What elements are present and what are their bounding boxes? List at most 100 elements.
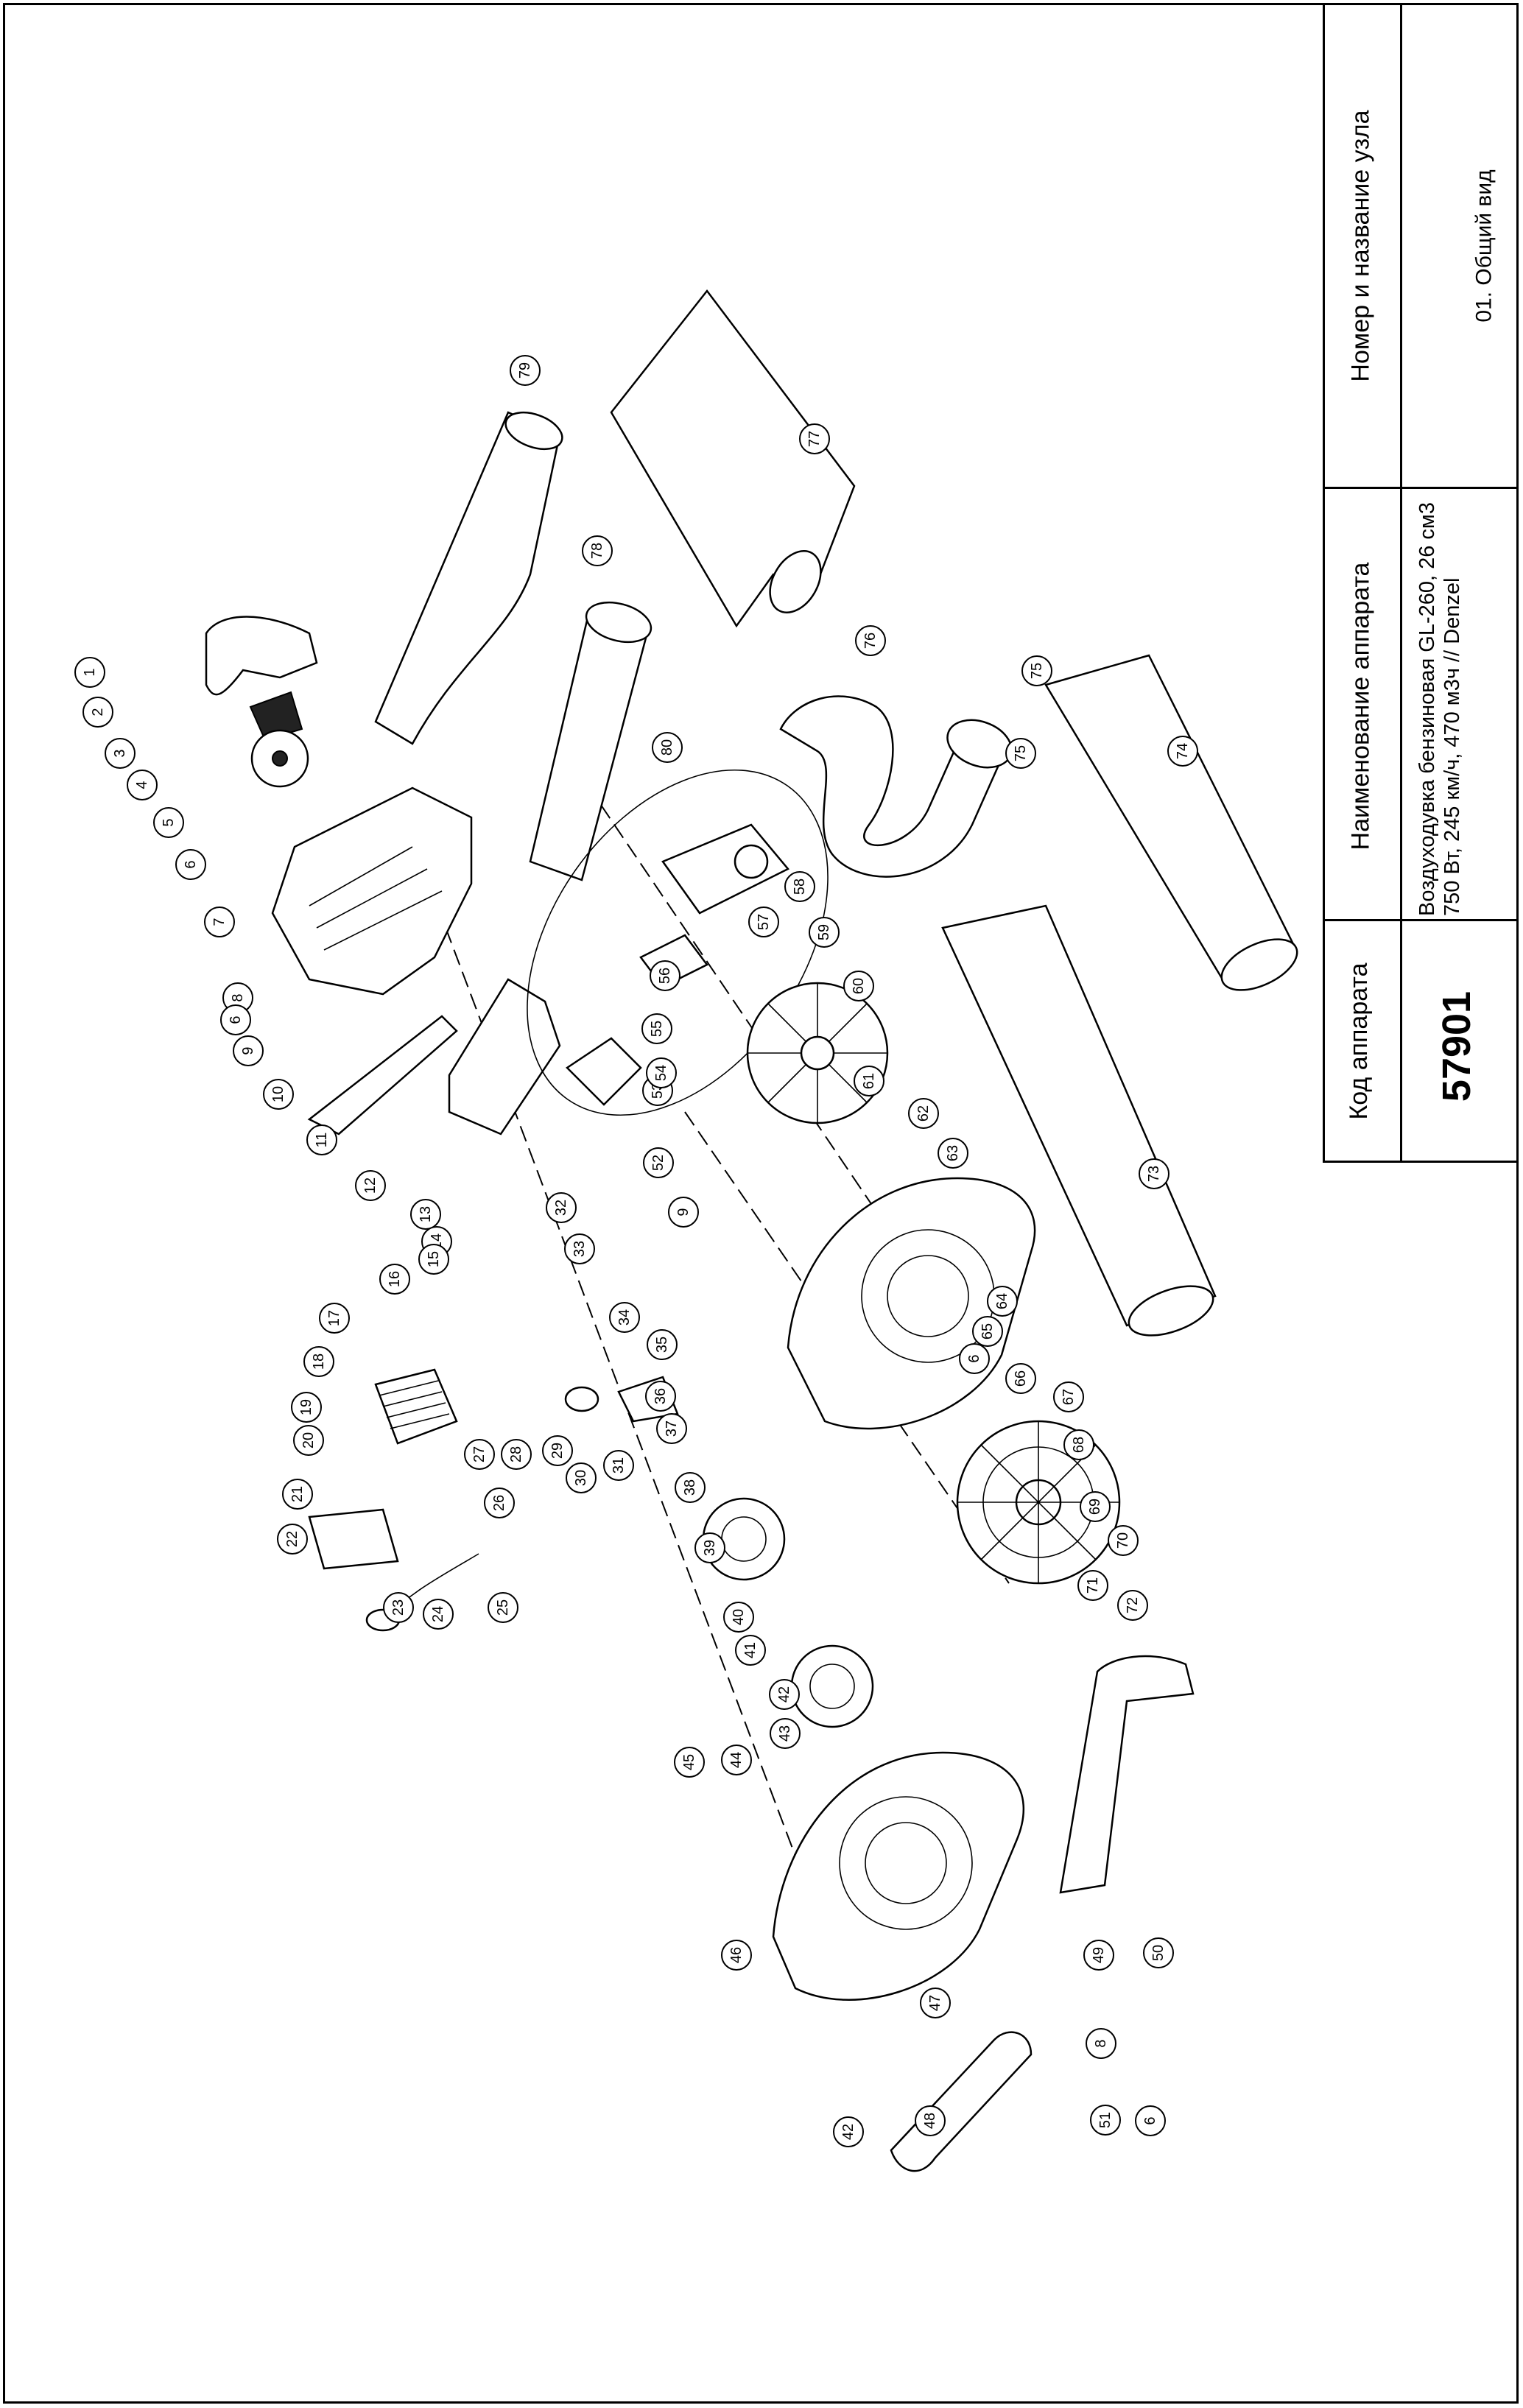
- callout-51: 51: [1090, 2105, 1121, 2136]
- callout-67: 67: [1053, 1381, 1084, 1412]
- callout-7: 7: [204, 906, 235, 937]
- callout-6: 6: [220, 1004, 251, 1035]
- frame-50: [1059, 1655, 1195, 1894]
- callout-label: 42: [840, 2124, 857, 2140]
- callout-48: 48: [915, 2105, 946, 2136]
- callout-60: 60: [843, 971, 874, 1001]
- callout-label: 24: [430, 1606, 446, 1622]
- callout-label: 5: [161, 818, 177, 826]
- callout-42: 42: [769, 1679, 800, 1710]
- callout-label: 18: [311, 1353, 327, 1370]
- callout-label: 62: [915, 1105, 932, 1122]
- callout-label: 40: [731, 1609, 747, 1625]
- callout-49: 49: [1083, 1940, 1114, 1971]
- callout-55: 55: [641, 1013, 672, 1044]
- callout-label: 20: [300, 1432, 317, 1448]
- callout-65: 65: [972, 1316, 1003, 1347]
- callout-64: 64: [987, 1286, 1018, 1317]
- callout-label: 73: [1146, 1166, 1162, 1182]
- callout-11: 11: [306, 1124, 337, 1155]
- callout-6: 6: [175, 849, 206, 880]
- bracket-10: [307, 1015, 458, 1136]
- tube-73: [941, 904, 1217, 1337]
- callout-label: 2: [90, 708, 106, 716]
- title-block-row-name: [1323, 489, 1519, 921]
- callout-57: 57: [748, 906, 779, 937]
- title-block: Номер и название узла 01. Общий вид Наим…: [1323, 3, 1519, 1163]
- callout-72: 72: [1117, 1590, 1148, 1621]
- callout-label: 61: [861, 1073, 877, 1089]
- muffler-21: [308, 1508, 399, 1570]
- callout-59: 59: [809, 917, 840, 948]
- fan-61: [746, 982, 889, 1124]
- callout-69: 69: [1080, 1491, 1111, 1522]
- starter-4: [250, 729, 309, 788]
- callout-75: 75: [1005, 738, 1036, 769]
- callout-label: 68: [1071, 1437, 1087, 1453]
- callout-10: 10: [263, 1079, 294, 1110]
- callout-label: 69: [1087, 1499, 1103, 1515]
- callout-label: 55: [649, 1021, 665, 1037]
- drawing-frame: [3, 3, 1519, 2404]
- unit-value: 01. Общий вид: [1471, 169, 1496, 323]
- tube-79: [374, 411, 563, 745]
- callout-label: 6: [966, 1354, 982, 1362]
- callout-3: 3: [105, 738, 136, 769]
- callout-label: 19: [298, 1399, 314, 1415]
- callout-66: 66: [1005, 1363, 1036, 1394]
- callout-68: 68: [1063, 1429, 1094, 1460]
- callout-21: 21: [282, 1479, 313, 1510]
- callout-label: 37: [664, 1420, 680, 1437]
- callout-label: 65: [979, 1323, 996, 1339]
- callout-76: 76: [855, 625, 886, 656]
- callout-label: 59: [816, 924, 832, 940]
- callout-label: 72: [1125, 1597, 1141, 1613]
- callout-label: 11: [314, 1133, 330, 1148]
- callout-52: 52: [643, 1147, 674, 1178]
- callout-label: 74: [1175, 743, 1191, 759]
- callout-label: 36: [653, 1388, 669, 1404]
- callout-42: 42: [833, 2116, 864, 2147]
- callout-1: 1: [74, 657, 105, 688]
- callout-label: 13: [418, 1206, 434, 1222]
- callout-label: 54: [653, 1065, 669, 1081]
- callout-77: 77: [799, 423, 830, 454]
- callout-label: 39: [702, 1540, 718, 1556]
- tube-78: [529, 601, 653, 881]
- callout-6: 6: [1135, 2105, 1166, 2136]
- callout-label: 38: [682, 1479, 698, 1496]
- callout-label: 6: [228, 1015, 244, 1024]
- callout-label: 50: [1150, 1945, 1167, 1961]
- callout-label: 47: [927, 1995, 943, 2011]
- callout-label: 63: [945, 1145, 961, 1161]
- housing-47: [772, 1751, 1024, 2001]
- callout-label: 48: [922, 2113, 938, 2129]
- callout-label: 9: [675, 1208, 692, 1216]
- callout-label: 56: [657, 968, 673, 984]
- bag-77: [610, 289, 856, 628]
- callout-label: 23: [390, 1599, 407, 1616]
- callout-label: 26: [491, 1495, 507, 1511]
- code-value: 57901: [1435, 990, 1479, 1102]
- callout-label: 58: [792, 879, 808, 895]
- callout-label: 4: [134, 781, 150, 789]
- assembly-axis-tubes: [574, 765, 884, 1223]
- callout-label: 12: [362, 1177, 379, 1194]
- fuel-line-23: [365, 1553, 479, 1632]
- callout-label: 17: [326, 1310, 342, 1326]
- callout-28: 28: [501, 1439, 532, 1470]
- callout-56: 56: [650, 960, 680, 991]
- callout-label: 46: [728, 1947, 745, 1963]
- callout-6: 6: [959, 1343, 990, 1374]
- handle-12: [448, 978, 561, 1136]
- title-block-row-unit: [1323, 3, 1519, 489]
- callout-4: 4: [127, 770, 158, 800]
- callout-43: 43: [770, 1718, 801, 1749]
- callout-5: 5: [153, 807, 184, 838]
- callout-label: 49: [1091, 1947, 1107, 1963]
- callout-label: 77: [806, 431, 823, 447]
- tube-74: [1044, 654, 1298, 991]
- callout-34: 34: [609, 1302, 640, 1333]
- callout-label: 44: [728, 1752, 745, 1768]
